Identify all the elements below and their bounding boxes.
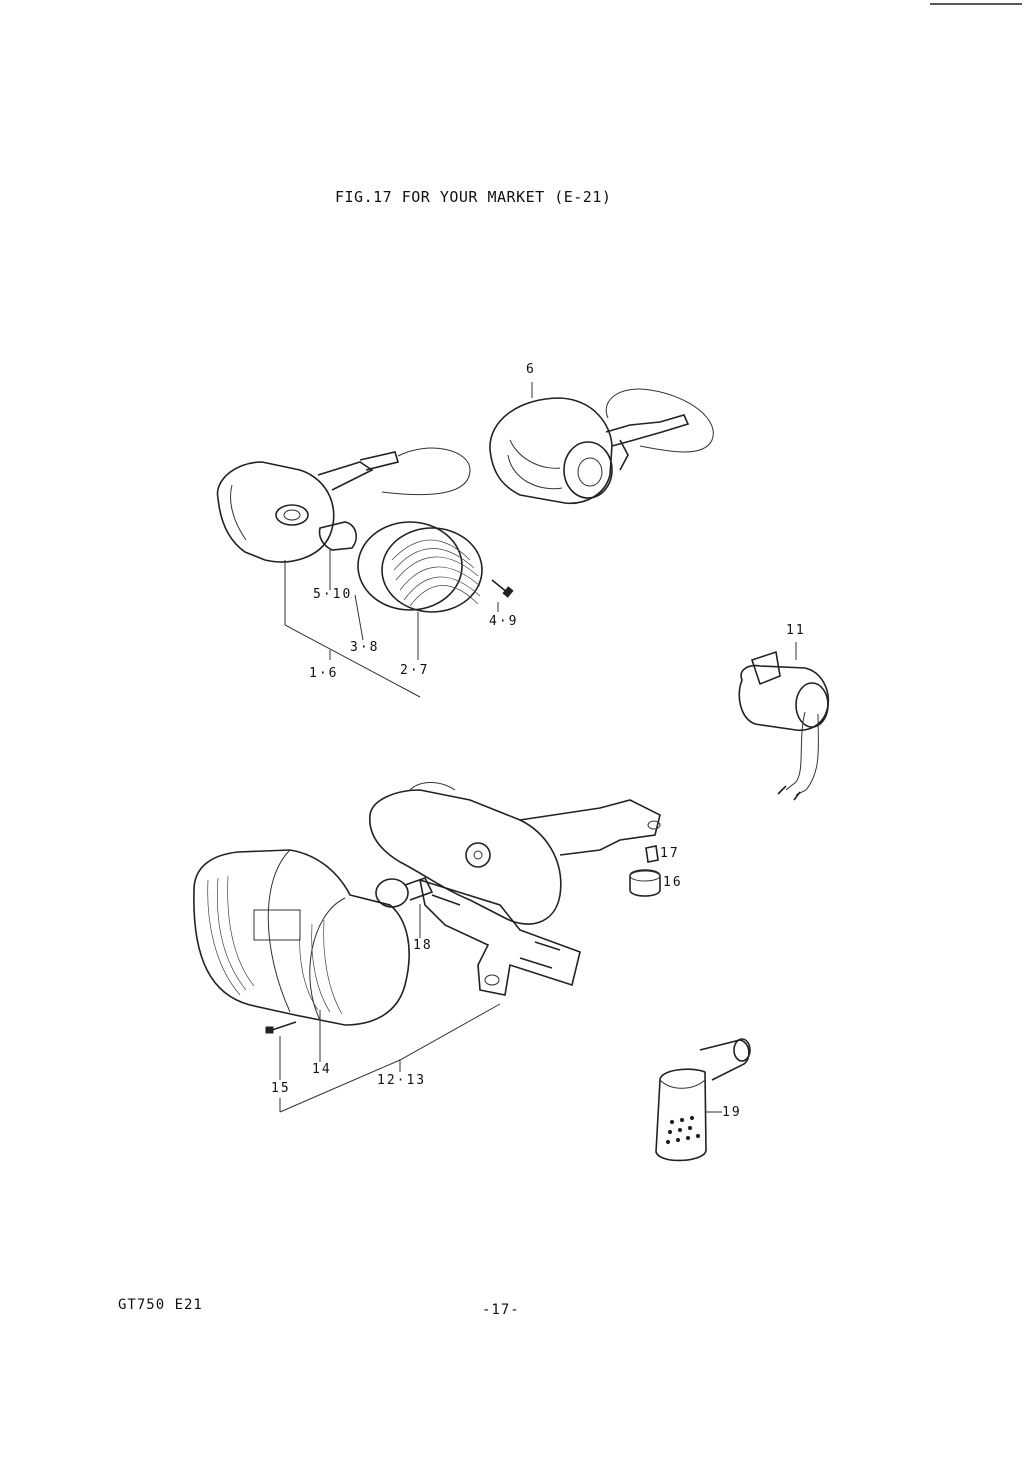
callout-15: 15 [271, 1081, 291, 1096]
tail-bulb [375, 878, 409, 908]
callout-12-13: 12·13 [377, 1073, 427, 1088]
signal-bulb [318, 521, 357, 551]
lens-gasket [357, 521, 463, 611]
turn-signal-housing [216, 461, 335, 563]
cap-17 [645, 845, 659, 863]
page-number: -17- [482, 1302, 520, 1318]
callout-18: 18 [413, 938, 433, 953]
flasher-relay-11 [738, 642, 830, 801]
grommet-16 [629, 869, 661, 897]
callout-19: 19 [722, 1105, 742, 1120]
lamp-housing [369, 789, 562, 925]
spark-plug-cap-19 [655, 1038, 751, 1162]
turn-signal-unit-6 [489, 382, 714, 504]
tail-screw [271, 1021, 297, 1031]
signal-wire [381, 447, 471, 496]
callout-17: 17 [660, 846, 680, 861]
callout-11: 11 [786, 623, 806, 638]
tail-lamp-assembly [193, 782, 661, 1113]
callout-6: 6 [526, 362, 536, 377]
callout-4-9: 4·9 [489, 614, 519, 629]
callout-2-7: 2·7 [400, 663, 430, 678]
figure-title: FIG.17 FOR YOUR MARKET (E-21) [335, 188, 612, 206]
callout-1-6: 1·6 [309, 666, 339, 681]
callout-5-10: 5·10 [313, 587, 353, 602]
tail-lens [193, 849, 410, 1026]
callout-3-8: 3·8 [350, 640, 380, 655]
plate-bracket [418, 878, 581, 996]
housing-socket-hole [275, 504, 309, 526]
model-code: GT750 E21 [118, 1297, 203, 1313]
mounting-stem [317, 461, 374, 491]
signal-lens [381, 527, 483, 613]
callout-16: 16 [663, 875, 683, 890]
mounting-bracket [519, 799, 661, 856]
front-turn-signal-assembly [216, 447, 514, 698]
callout-14: 14 [312, 1062, 332, 1077]
